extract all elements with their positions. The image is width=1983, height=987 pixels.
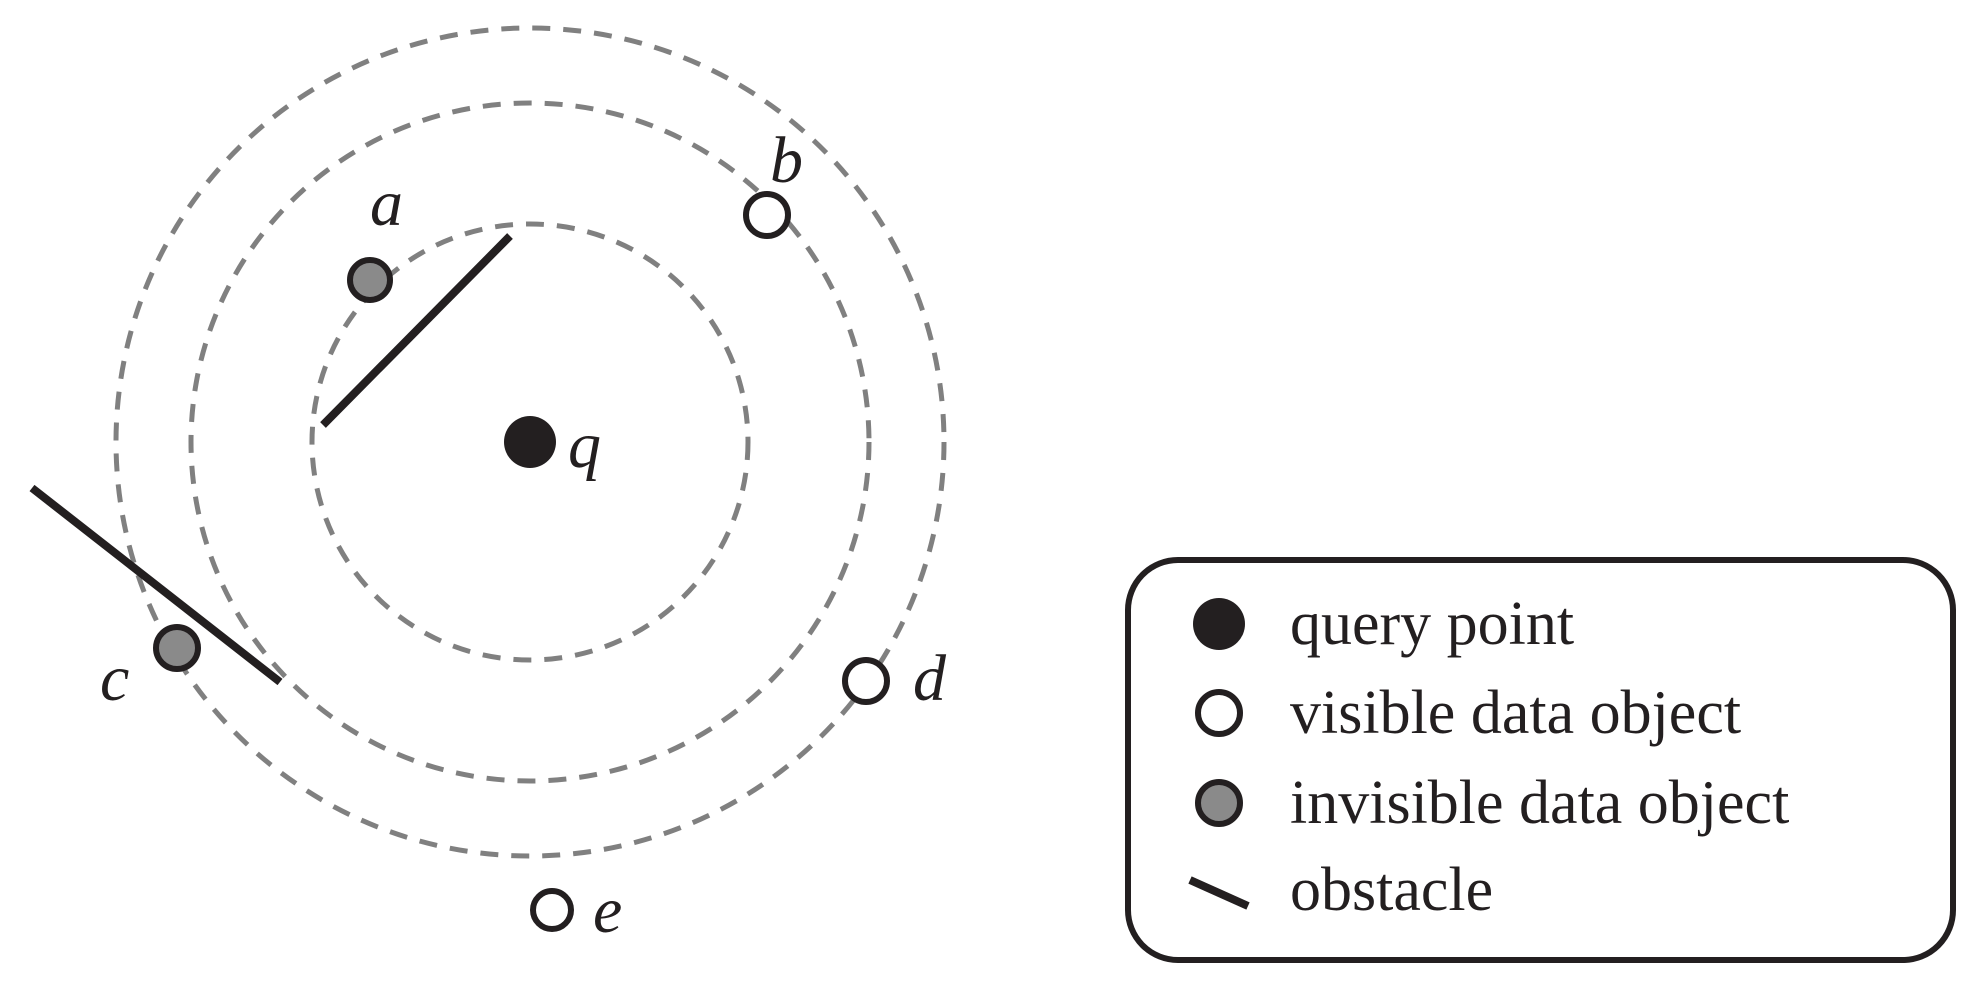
obstacle-line-icon	[1188, 876, 1250, 910]
data-object-e: e	[530, 874, 622, 947]
invisible-object-dot	[153, 624, 201, 672]
visible-dot-icon	[1195, 689, 1243, 737]
data-object-d: d	[842, 642, 947, 715]
object-label-d: d	[913, 642, 947, 715]
legend-label: visible data object	[1290, 679, 1741, 747]
invisible-object-dot	[347, 257, 393, 303]
search-ring-inner	[309, 221, 751, 663]
legend-item-obstacle: obstacle	[1188, 856, 1493, 924]
legend-box	[1125, 557, 1956, 963]
data-object-a: a	[347, 167, 403, 303]
object-label-c: c	[100, 642, 129, 715]
visible-object-dot	[743, 191, 791, 239]
object-label-b: b	[770, 124, 803, 197]
invisible-dot-icon	[1195, 779, 1243, 827]
object-label-a: a	[370, 167, 403, 240]
obstacle-left	[29, 484, 283, 686]
data-object-b: b	[743, 124, 803, 239]
obstacle-upper	[320, 233, 513, 428]
search-ring-middle	[188, 100, 872, 784]
query-dot	[504, 416, 556, 468]
search-rings	[113, 25, 947, 859]
data-object-c: c	[100, 624, 201, 715]
legend: query point visible data object invisibl…	[1125, 557, 1956, 963]
query-point: q	[504, 409, 601, 482]
obstacles	[29, 233, 513, 686]
object-label-e: e	[593, 874, 622, 947]
search-ring-outer	[113, 25, 947, 859]
legend-label: obstacle	[1290, 856, 1493, 924]
visible-object-dot	[842, 657, 890, 705]
legend-item-query-point: query point	[1193, 590, 1574, 658]
visible-object-dot	[530, 888, 574, 932]
query-label: q	[568, 409, 601, 482]
legend-label: invisible data object	[1290, 769, 1789, 837]
legend-item-visible-object: visible data object	[1195, 679, 1741, 747]
legend-label: query point	[1290, 590, 1574, 658]
query-dot-icon	[1193, 598, 1245, 650]
legend-item-invisible-object: invisible data object	[1195, 769, 1789, 837]
